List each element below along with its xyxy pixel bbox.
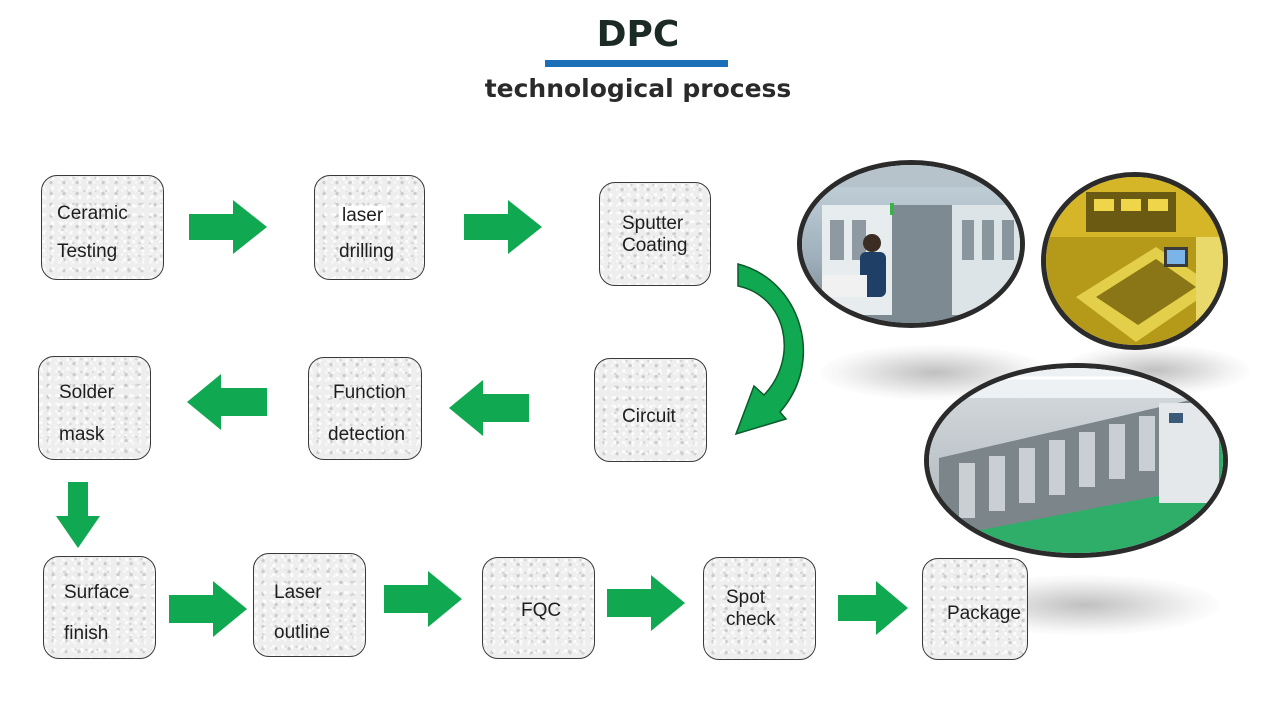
factory-cleanroom-photo (797, 160, 1025, 328)
step-label-line1: Laser (274, 582, 322, 603)
step-spot-check: Spot check (703, 557, 816, 660)
step-label-line2: outline (274, 622, 330, 643)
step-label-line1: Spot (726, 587, 766, 608)
step-label-line2: Testing (57, 241, 118, 262)
step-label-line2: check (726, 609, 776, 630)
arrow-right-icon (189, 200, 267, 254)
step-laser-outline: Laser outline (253, 553, 366, 657)
step-circuit: Circuit (594, 358, 707, 462)
step-fqc: FQC (482, 557, 595, 659)
step-label-line2: finish (64, 623, 109, 644)
step-label-line2: drilling (339, 241, 394, 262)
arrow-right-icon (384, 571, 462, 627)
step-ceramic-testing: Ceramic Testing (41, 175, 164, 280)
title-underline (545, 60, 728, 67)
step-label-line1: laser (339, 206, 387, 225)
step-sputter-coating: Sputter Coating (599, 182, 711, 286)
arrow-right-icon (169, 581, 247, 637)
step-label-line1: Sputter (622, 213, 684, 234)
step-label-line1: Ceramic (57, 203, 128, 224)
step-label-line2: detection (328, 424, 406, 445)
step-laser-drilling: laser drilling (314, 175, 425, 280)
arrow-right-icon (464, 200, 542, 254)
step-label-line2: mask (59, 424, 105, 445)
step-label-line1: Surface (64, 582, 130, 603)
step-label-line1: Circuit (622, 406, 676, 427)
arrow-right-icon (838, 581, 908, 635)
arrow-right-icon (607, 575, 685, 631)
arrow-down-icon (56, 482, 100, 548)
page-title: DPC (596, 14, 680, 55)
yellow-lithography-room-photo (1041, 172, 1228, 350)
step-label-line1: Solder (59, 382, 114, 403)
step-label-line1: Package (947, 603, 1021, 624)
arrow-left-icon (449, 380, 529, 436)
step-label-line1: FQC (521, 600, 562, 621)
page-subtitle: technological process (484, 74, 792, 103)
step-package: Package (922, 558, 1028, 660)
plating-production-line-photo (924, 363, 1228, 558)
step-label-line2: Coating (622, 235, 688, 256)
curved-arrow-icon (734, 263, 805, 436)
step-function-detection: Function detection (308, 357, 422, 460)
step-label-line1: Function (333, 382, 406, 403)
step-surface-finish: Surface finish (43, 556, 156, 659)
step-solder-mask: Solder mask (38, 356, 151, 460)
arrow-left-icon (187, 374, 267, 430)
